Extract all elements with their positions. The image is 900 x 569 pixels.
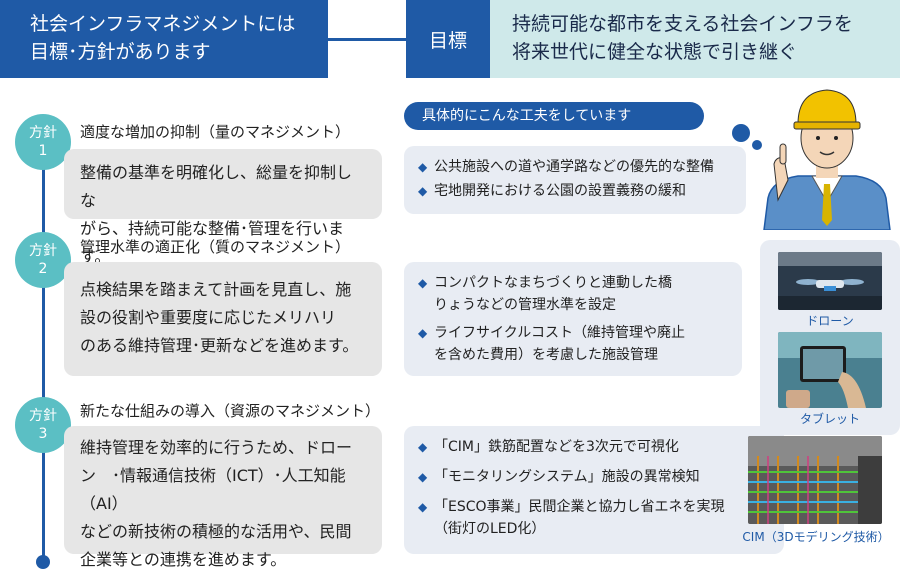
goal-line1: 持続可能な都市を支える社会インフラを	[512, 13, 853, 35]
measure-text-line: りょうなどの管理水準を設定	[434, 297, 616, 313]
measure-text: 「CIM」鉄筋配置などを3次元で可視化	[434, 439, 679, 455]
header-connector	[328, 38, 406, 41]
policy-badge-number: 1	[38, 143, 48, 159]
measure-text: 「ESCO事業」民間企業と協力し省エネを実現 （街灯のLED化）	[434, 496, 725, 540]
diamond-bullet-icon: ◆	[418, 160, 428, 174]
measure-text-line: コンパクトなまちづくりと連動した橋	[434, 275, 672, 291]
policy-badge-1: 方針 1	[15, 114, 71, 170]
policy-text-line: 設の役割や重要度に応じたメリハリ	[80, 308, 337, 327]
measure-item: ◆ 「CIM」鉄筋配置などを3次元で可視化	[418, 436, 770, 458]
diamond-bullet-icon: ◆	[418, 276, 428, 290]
cim-caption: CIM（3Dモデリング技術）	[742, 530, 890, 544]
policy-text-line: 整備の基準を明確化し、総量を抑制しな	[80, 163, 353, 210]
measure-item: ◆ 「モニタリングシステム」施設の異常検知	[418, 466, 770, 488]
policy-box-3: 維持管理を効率的に行うため、ドロー ン ･情報通信技術（ICT）･人工知能（AI…	[64, 426, 382, 569]
measure-item: ◆ ライフサイクルコスト（維持管理や廃止 を含めた費用）を考慮した施設管理	[418, 322, 728, 366]
goal-statement: 持続可能な都市を支える社会インフラを 将来世代に健全な状態で引き継ぐ	[490, 0, 900, 78]
goal-line2: 将来世代に健全な状態で引き継ぐ	[512, 41, 798, 63]
measure-text: コンパクトなまちづくりと連動した橋 りょうなどの管理水準を設定	[434, 272, 672, 316]
policy-box-2: 点検結果を踏まえて計画を見直し、施 設の役割や重要度に応じたメリハリ のある維持…	[64, 262, 382, 376]
tablet-caption: タブレット	[799, 412, 860, 426]
hardhat-worker-illustration	[763, 89, 891, 230]
policy-title-3: 新たな仕組みの導入（資源のマネジメント）	[80, 402, 381, 420]
policy-text-line: 点検結果を踏まえて計画を見直し、施	[80, 280, 352, 299]
cim-3d-model-image	[748, 436, 882, 524]
drone-photo	[778, 252, 882, 310]
policy-badge-3: 方針 3	[15, 397, 71, 453]
policy-text-line: 維持管理を効率的に行うため、ドロー	[80, 438, 353, 457]
header-intro-line2: 目標･方針があります	[30, 41, 211, 63]
policy-text-line: などの新技術の積極的な活用や、民間	[80, 522, 352, 541]
policy-badge-label: 方針	[29, 125, 57, 141]
diamond-bullet-icon: ◆	[418, 184, 428, 198]
drone-caption: ドローン	[806, 314, 854, 328]
measures-box-1: ◆ 公共施設への道や通学路などの優先的な整備 ◆ 宅地開発における公園の設置義務…	[404, 146, 746, 214]
measure-text: 宅地開発における公園の設置義務の緩和	[434, 183, 686, 199]
policy-badge-label: 方針	[29, 408, 57, 424]
concrete-measures-label: 具体的にこんな工夫をしています	[404, 102, 704, 130]
measure-item: ◆ 公共施設への道や通学路などの優先的な整備	[418, 156, 732, 178]
measure-text: ライフサイクルコスト（維持管理や廃止 を含めた費用）を考慮した施設管理	[434, 322, 685, 366]
diamond-bullet-icon: ◆	[418, 440, 428, 454]
policy-text-line: ン ･情報通信技術（ICT）･人工知能（AI）	[80, 466, 346, 513]
measure-text-line: 「ESCO事業」民間企業と協力し省エネを実現	[434, 499, 725, 515]
measure-item: ◆ 「ESCO事業」民間企業と協力し省エネを実現 （街灯のLED化）	[418, 496, 770, 540]
measure-text-line: ライフサイクルコスト（維持管理や廃止	[434, 325, 686, 341]
policy-title-1: 適度な増加の抑制（量のマネジメント）	[80, 123, 351, 141]
policy-title-2: 管理水準の適正化（質のマネジメント）	[80, 238, 351, 256]
measure-item: ◆ コンパクトなまちづくりと連動した橋 りょうなどの管理水準を設定	[418, 272, 728, 316]
tablet-photo	[778, 332, 882, 408]
thought-bubble-small	[752, 140, 762, 150]
diamond-bullet-icon: ◆	[418, 326, 428, 340]
policy-badge-number: 3	[38, 426, 48, 442]
thought-bubble-large	[732, 124, 750, 142]
diamond-bullet-icon: ◆	[418, 470, 428, 484]
policy-badge-label: 方針	[29, 243, 57, 259]
policy-badge-2: 方針 2	[15, 232, 71, 288]
measure-text: 公共施設への道や通学路などの優先的な整備	[434, 159, 714, 175]
goal-label: 目標	[406, 0, 490, 78]
measure-item: ◆ 宅地開発における公園の設置義務の緩和	[418, 180, 732, 202]
measures-box-2: ◆ コンパクトなまちづくりと連動した橋 りょうなどの管理水準を設定 ◆ ライフサ…	[404, 262, 742, 376]
policy-badge-number: 2	[38, 261, 48, 277]
timeline-line	[42, 118, 45, 563]
header-intro-line1: 社会インフラマネジメントには	[30, 13, 296, 35]
timeline-end-dot	[36, 555, 50, 569]
measures-box-3: ◆ 「CIM」鉄筋配置などを3次元で可視化 ◆ 「モニタリングシステム」施設の異…	[404, 426, 784, 554]
policy-text-line: 企業等との連携を進めます。	[80, 550, 287, 569]
measure-text-line: （街灯のLED化）	[434, 521, 546, 537]
policy-box-1: 整備の基準を明確化し、総量を抑制しな がら、持続可能な整備･管理を行います。	[64, 149, 382, 266]
diamond-bullet-icon: ◆	[418, 500, 428, 514]
measure-text-line: を含めた費用）を考慮した施設管理	[434, 347, 658, 363]
policy-text-line: がら、持続可能な整備･管理を行います。	[80, 219, 345, 266]
header-intro: 社会インフラマネジメントには 目標･方針があります	[0, 0, 328, 78]
measure-text: 「モニタリングシステム」施設の異常検知	[434, 469, 700, 485]
policy-text-line: のある維持管理･更新などを進めます。	[80, 336, 359, 355]
